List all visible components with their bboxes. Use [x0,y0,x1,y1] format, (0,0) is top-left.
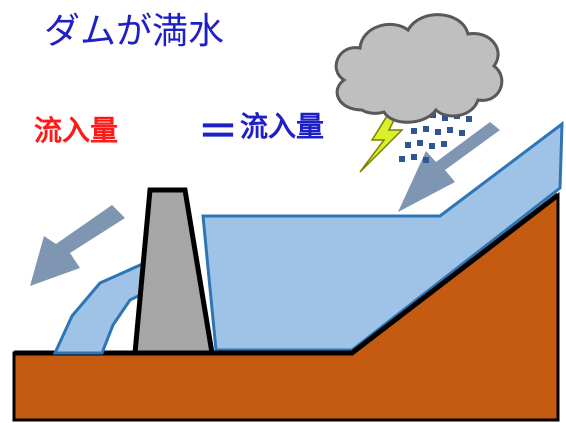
inflow-arrow [398,122,500,212]
ground-surface-line [14,193,560,356]
reservoir-water [201,120,564,352]
storm-cloud-icon [334,13,504,124]
page-title: ダムが満水 [44,11,225,52]
outflow-arrow [30,205,125,286]
dam-wall [132,187,215,356]
equals-sign: ＝ [198,109,238,155]
inflow-label-left: 流入量 [34,114,119,147]
inflow-label-right: 流入量 [240,110,325,143]
